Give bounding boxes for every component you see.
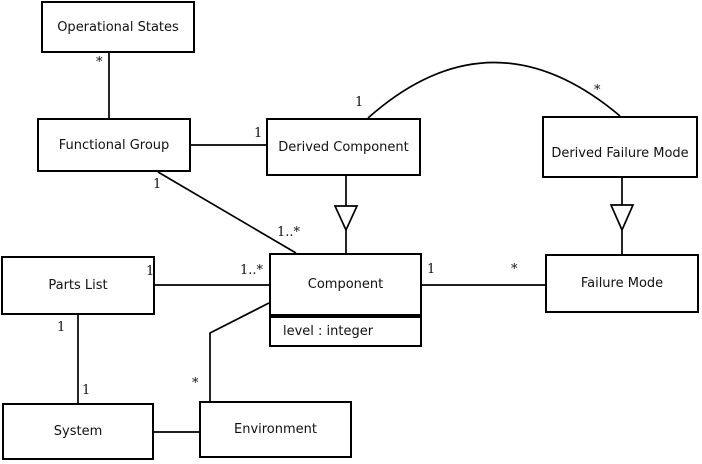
multiplicity-component-failure-mode: 1 <box>427 262 436 277</box>
multiplicity-derived-component-arc: 1 <box>355 95 364 110</box>
multiplicity-environment: * <box>192 376 199 391</box>
class-failure-mode: Failure Mode <box>545 254 699 313</box>
multiplicity-failure-mode: * <box>511 262 518 277</box>
multiplicity-derived-failure-mode-arc: * <box>594 83 601 98</box>
class-name: Parts List <box>48 278 108 293</box>
multiplicity-functional-group-component: 1 <box>153 177 162 192</box>
class-derived-failure-mode: Derived Failure Mode <box>542 116 698 178</box>
multiplicity-component-parts-list: 1..* <box>240 263 264 278</box>
generalization-derived-component-component <box>333 176 359 253</box>
class-component: Component <box>269 253 422 316</box>
attribute-label: level : integer <box>283 324 374 339</box>
class-parts-list: Parts List <box>1 256 155 315</box>
class-name: System <box>53 424 103 439</box>
multiplicity-system-parts-list: 1 <box>82 383 91 398</box>
class-name: Failure Mode <box>580 276 664 291</box>
assoc-functional-group-component <box>157 171 297 254</box>
assoc-derived-component-derived-failure-mode-arc <box>367 61 621 119</box>
class-operational-states: Operational States <box>41 1 195 53</box>
multiplicity-component-functional-group: 1..* <box>277 225 301 240</box>
class-functional-group: Functional Group <box>37 118 191 172</box>
hollow-triangle-icon <box>333 205 359 233</box>
class-system: System <box>2 403 154 460</box>
generalization-derived-failure-mode-failure-mode <box>609 178 635 254</box>
class-name: Operational States <box>57 19 179 35</box>
class-name: Derived Component <box>278 139 409 155</box>
multiplicity-functional-group-derived-component: 1 <box>254 126 263 141</box>
class-component-attribute-compartment: level : integer <box>269 316 422 347</box>
hollow-triangle-icon <box>609 204 635 233</box>
class-name: Environment <box>233 422 317 437</box>
multiplicity-operational-states: * <box>96 55 103 70</box>
class-name: Component <box>307 277 384 292</box>
class-environment: Environment <box>199 401 352 458</box>
class-derived-component: Derived Component <box>266 118 421 176</box>
multiplicity-parts-list: 1 <box>146 264 155 279</box>
class-name: Functional Group <box>58 137 170 153</box>
assoc-component-environment <box>209 302 270 401</box>
multiplicity-parts-list-system: 1 <box>57 320 66 335</box>
class-name: Derived Failure Mode <box>551 145 689 161</box>
